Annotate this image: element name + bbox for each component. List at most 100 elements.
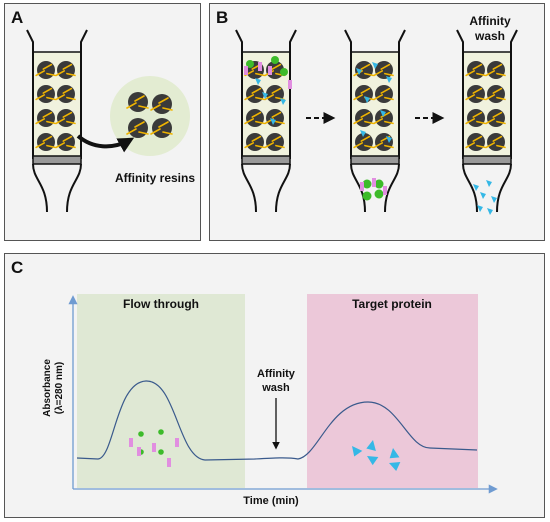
pink-protein [383,186,387,195]
ligand [264,135,285,149]
ligand [126,95,149,109]
resin-bead [57,61,75,79]
resin-bead [355,109,373,127]
cyan-protein [480,192,486,199]
ligand [465,63,486,77]
frit [350,155,400,165]
ligand [465,135,486,149]
ligand [353,135,374,149]
resin-bead [487,85,505,103]
flow-through-proteins [129,429,179,467]
green-protein [158,449,164,455]
panel-letter-a: A [11,8,24,27]
target-protein [366,440,376,452]
cyan-protein [380,110,386,117]
resin-bead [467,133,485,151]
green-protein [271,56,279,64]
flow-through-label: Flow through [123,297,199,311]
ligand [244,87,265,101]
cyan-protein [360,130,366,137]
panel-letter-b: B [216,8,229,27]
resin-bead [467,109,485,127]
zoom-resin-beads [126,92,173,138]
resin-bead [487,109,505,127]
target-protein-region [307,294,478,488]
y-axis-label: Absorbance (λ=280 nm) [42,359,65,417]
resin-zoom-bubble [110,76,190,156]
resin-bead [152,118,172,138]
x-axis-label: Time (min) [243,495,299,507]
cyan-protein [491,196,497,203]
resin-bead [37,133,55,151]
pink-protein [372,178,376,187]
resin-bead [37,85,55,103]
pink-protein [167,458,171,467]
column-outlet [462,163,512,213]
ligand [244,111,265,125]
pink-protein [137,447,141,456]
resin-bead [487,133,505,151]
resin-bead [355,85,373,103]
resin-bead [128,118,148,138]
ligand [150,121,173,135]
cyan-protein [262,92,268,99]
ligand [373,63,394,77]
ligand [465,87,486,101]
resin-bead [246,133,264,151]
svg-text:(λ=280 nm): (λ=280 nm) [54,362,65,415]
ligand [373,87,394,101]
target-protein-marks [352,440,401,472]
pink-protein [268,66,272,75]
column-outlet [32,163,82,213]
resin-bead [375,61,393,79]
ligand [55,135,76,149]
pink-protein [258,62,262,71]
ligand [485,87,506,101]
zoom-arrow [76,134,135,153]
ligand [465,111,486,125]
green-protein [374,189,384,199]
resin-bead [355,133,373,151]
cyan-protein [364,96,370,103]
pink-protein [175,438,179,447]
column-outlet [241,163,291,213]
ligand [126,121,149,135]
column-a [26,29,88,213]
resin-bead [37,109,55,127]
pink-protein [288,80,292,89]
ligand [55,111,76,125]
target-protein [389,448,400,459]
column-outlet [350,163,400,213]
green-protein [374,179,384,189]
ligand [35,87,56,101]
panel-letter-c: C [11,258,24,277]
ligand [35,63,56,77]
ligand [55,87,76,101]
green-protein [158,429,164,435]
ligand [353,111,374,125]
resin-bead [467,61,485,79]
resin-bead [128,92,148,112]
ligand [485,111,506,125]
resin-bead [375,133,393,151]
ligand [373,111,394,125]
pink-protein [360,182,364,191]
resin-bead [266,133,284,151]
cyan-protein [270,118,276,125]
cyan-protein [486,180,492,187]
ligand [485,63,506,77]
green-protein [138,431,144,437]
target-protein-label: Target protein [352,297,432,311]
pink-protein [129,438,133,447]
ligand [35,111,56,125]
flow-through-region [77,294,245,488]
ligand [35,135,56,149]
cyan-protein [473,184,479,191]
column-b-affinity-wash [456,29,518,215]
column-b-flow-through [344,29,406,213]
target-protein [367,456,379,466]
cyan-protein [356,68,362,75]
wash-annotation-line2: wash [261,382,290,394]
resin-bead [246,85,264,103]
